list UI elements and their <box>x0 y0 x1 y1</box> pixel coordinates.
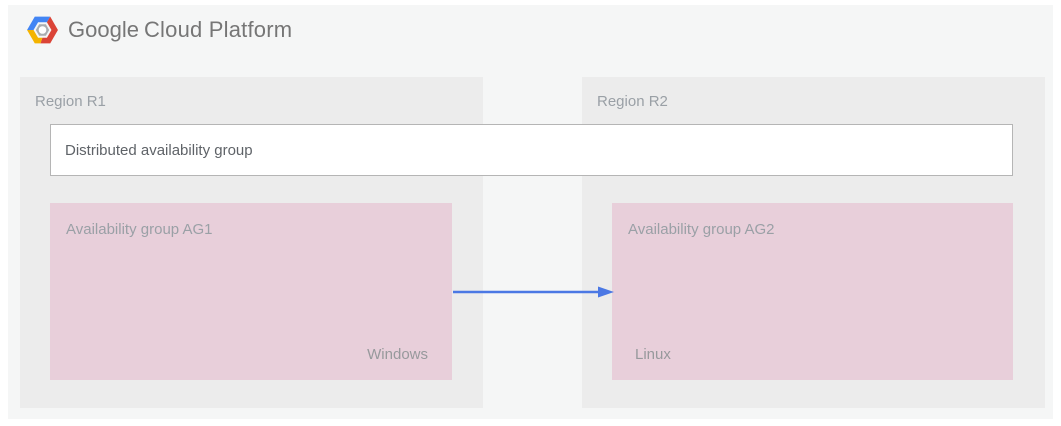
region-r2-label: Region R2 <box>597 93 668 110</box>
ag2-os-label-linux: Linux <box>635 346 671 363</box>
availability-group-ag2-label: Availability group AG2 <box>628 221 775 238</box>
distributed-availability-group-label: Distributed availability group <box>65 141 253 159</box>
distributed-availability-group-box: Distributed availability group <box>50 124 1013 176</box>
availability-group-ag1-box: Availability group AG1 Windows <box>50 203 452 380</box>
brand-cloud-platform: Cloud Platform <box>143 17 293 42</box>
availability-group-ag2-box: Availability group AG2 Linux <box>612 203 1013 380</box>
region-r1-label: Region R1 <box>35 93 106 110</box>
ag1-os-label-windows: Windows <box>367 346 428 363</box>
replication-arrow-icon <box>453 286 614 298</box>
brand-google: Google <box>68 17 139 42</box>
availability-group-ag1-label: Availability group AG1 <box>66 221 213 238</box>
google-cloud-platform-logo-icon <box>27 16 58 44</box>
